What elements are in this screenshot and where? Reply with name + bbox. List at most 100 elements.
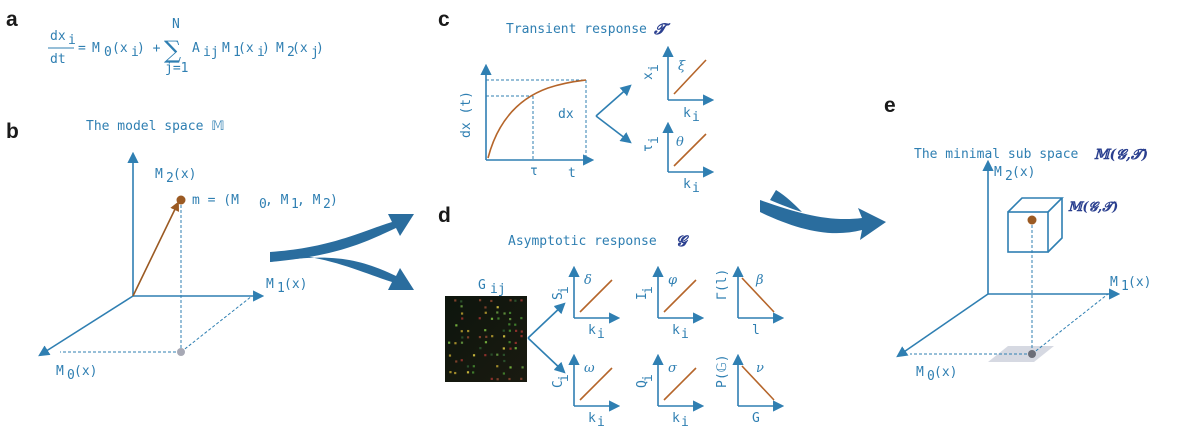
matrix-spot — [502, 372, 505, 375]
panel-d-symbol: 𝓖 — [676, 232, 690, 250]
matrix-spot — [455, 360, 458, 363]
eq-m1-x-sub: i — [257, 45, 265, 60]
eq-xj-sub: j — [311, 45, 319, 60]
c-dx: dx — [558, 107, 574, 122]
m1-x: (x) — [284, 277, 307, 292]
axis-m0 — [38, 295, 134, 357]
matrix-spot — [520, 335, 523, 338]
matrix-spot — [490, 377, 493, 380]
split-arrow-lower — [270, 252, 414, 290]
c-mini1-param: ξ — [678, 59, 686, 74]
eq-xi: (x — [112, 41, 128, 56]
e-m2-label: M — [994, 165, 1002, 180]
eq-sum-bottom: j=1 — [165, 61, 188, 76]
matrix-spot — [461, 317, 464, 320]
matrix-sub: ij — [490, 282, 506, 297]
d-mini-ylabel: S — [551, 292, 566, 300]
matrix-spot — [497, 317, 500, 320]
matrix-spot — [466, 371, 470, 374]
d-mini-line — [663, 279, 697, 313]
m2-label: M — [155, 167, 163, 182]
expression-matrix — [445, 296, 527, 382]
eq-m0: M — [92, 41, 100, 56]
matrix-spot — [490, 299, 493, 303]
m0-x: (x) — [74, 364, 97, 379]
d-mini-xlabel: k — [672, 323, 680, 338]
matrix-spot — [502, 335, 506, 338]
matrix-spot — [502, 329, 505, 332]
converge-arrow-tail — [770, 190, 802, 212]
matrix-spot — [508, 377, 511, 381]
matrix-spot — [502, 353, 505, 356]
panel-label-b: b — [6, 120, 19, 143]
panel-b: The model space 𝕄 M 2 (x) M 1 (x) M 0 (x… — [38, 119, 338, 383]
e-m1-sub: 1 — [1121, 279, 1129, 294]
c-mini1-line — [673, 59, 707, 95]
matrix-spot — [502, 347, 505, 350]
eq-m2-sub: 2 — [287, 45, 295, 60]
matrix-spot — [514, 341, 517, 345]
matrix-spot — [496, 311, 499, 314]
matrix-spot — [461, 336, 464, 339]
point-m — [176, 195, 186, 205]
eq-xi-sub: i — [131, 45, 139, 60]
m1-label: M — [266, 277, 274, 292]
matrix-spot — [514, 299, 517, 302]
eq-plus: ) + — [137, 41, 161, 56]
d-mini-line — [579, 367, 613, 401]
matrix-spot — [509, 347, 512, 350]
split-arrow-upper — [270, 214, 414, 262]
matrix-spot — [520, 299, 523, 302]
matrix-spot — [484, 311, 487, 314]
d-mini-ylabel: Γ(l) — [715, 269, 730, 300]
matrix-spot — [496, 353, 499, 356]
c-mini2-ysub: i — [647, 136, 662, 144]
m2-x: (x) — [173, 167, 196, 182]
e-point-projection — [1028, 350, 1036, 358]
e-m0-label: M — [916, 365, 924, 380]
e-m2-sub: 2 — [1005, 169, 1013, 184]
matrix-spot — [520, 317, 523, 320]
e-box-label: 𝕄(𝓖,𝓣) — [1068, 200, 1118, 215]
matrix-spot — [449, 371, 452, 374]
c-mini1-ysub: i — [647, 64, 662, 72]
c-mini2-param: θ — [676, 135, 684, 150]
matrix-spot — [508, 329, 511, 332]
matrix-spot — [490, 353, 493, 356]
matrix-spot — [484, 354, 487, 357]
d-mini-param: ν — [756, 361, 764, 376]
eq-lhs-den: dt — [50, 52, 66, 67]
m1-sub: 1 — [277, 281, 285, 296]
c-fork-up — [595, 84, 632, 117]
d-mini-xlabel: k — [672, 411, 680, 426]
matrix-spot — [454, 371, 457, 375]
d-mini-ylabel: P(𝔾) — [715, 354, 730, 388]
matrix-spot — [460, 312, 464, 315]
panel-c-title: Transient response — [506, 22, 647, 37]
point-m-projection — [177, 348, 185, 356]
panel-label-e: e — [884, 94, 896, 117]
point-m-label: m = (M — [192, 193, 239, 208]
matrix-spot — [478, 335, 482, 339]
c-mini2-line — [673, 133, 707, 167]
e-cube — [1007, 197, 1064, 253]
c-mini2-xlabel: k — [683, 177, 691, 192]
matrix-spot — [509, 299, 512, 302]
matrix-spot — [460, 341, 464, 344]
e-projection-m1 — [1031, 293, 1109, 355]
panel-label-d: d — [438, 204, 451, 227]
d-fork-down — [527, 337, 566, 374]
matrix-spot — [503, 359, 506, 363]
panel-e: The minimal sub space 𝕄(𝓖,𝓣) 𝕄(𝓖,𝓣) M 2 … — [896, 147, 1151, 384]
matrix-spot — [460, 305, 463, 308]
matrix-spot — [478, 299, 482, 302]
matrix-spot — [454, 299, 457, 302]
matrix-spot — [503, 312, 506, 315]
eq-m1: M — [222, 41, 230, 56]
eq-lhs-num-sub: i — [68, 33, 76, 48]
eq-sum-sign: ∑ — [164, 36, 181, 64]
d-mini-param: σ — [668, 361, 678, 376]
